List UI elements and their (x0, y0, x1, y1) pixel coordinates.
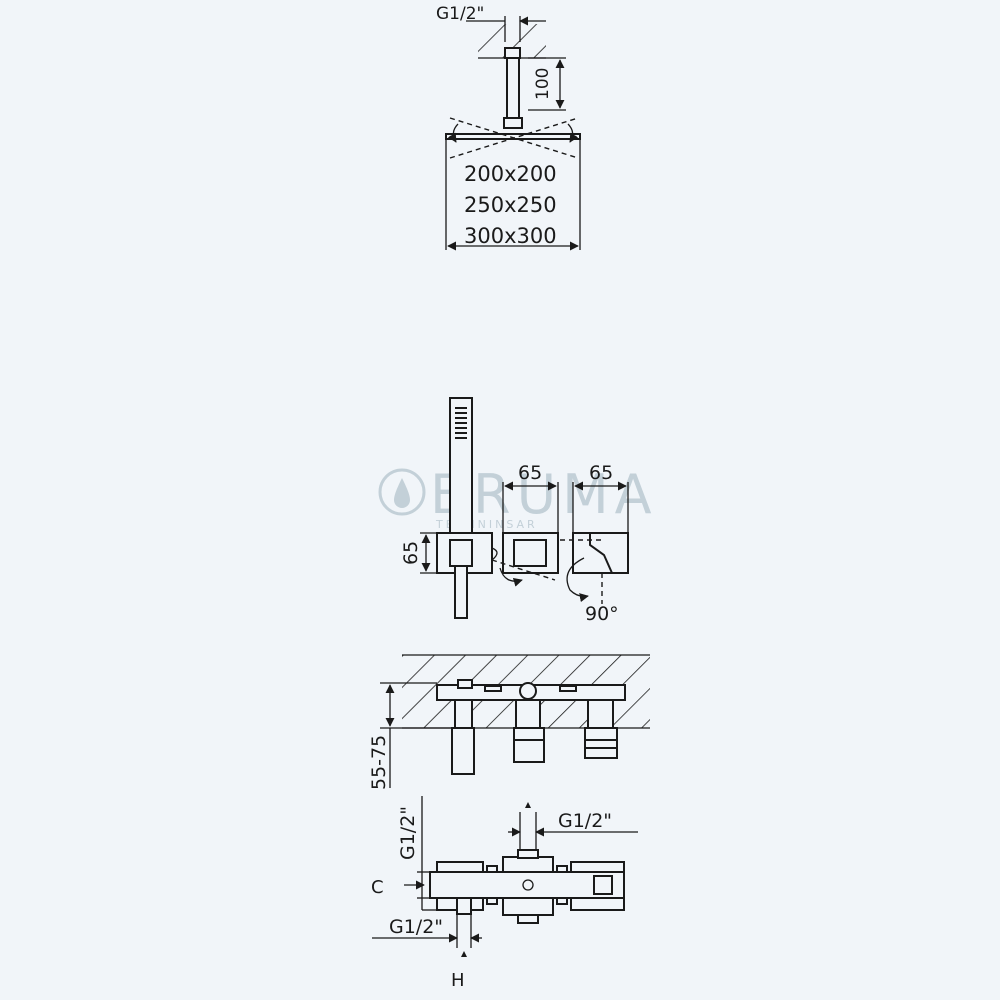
spray-nozzles (455, 407, 467, 439)
depth-label: 55-75 (368, 735, 390, 790)
hose-outlet (451, 727, 475, 775)
wall-section-view: 55-75 (368, 654, 650, 790)
drop-shape-icon (394, 478, 410, 508)
height-label-65: 65 (400, 541, 422, 565)
hand-shower-hose (454, 565, 468, 619)
width-label-65-a: 65 (518, 462, 542, 484)
size-label-300: 300x300 (464, 224, 557, 248)
size-label-200: 200x200 (464, 162, 557, 186)
shower-arm (506, 57, 520, 121)
angle-label-90: 90° (585, 603, 619, 625)
thread-label-vertical: G1/2" (397, 806, 419, 860)
body-plan-view: G1/2" C G1/2" G1/2" H (371, 796, 638, 991)
drop-logo-icon (378, 468, 426, 516)
thread-label-right: G1/2" (558, 810, 612, 832)
thread-label-bottom: G1/2" (389, 916, 443, 938)
label-h: H (451, 970, 465, 991)
mixer-knob (584, 727, 618, 759)
hand-shower-view: 65 65 65 90° (400, 397, 629, 625)
diverter-knob (513, 727, 545, 763)
width-label-65-b: 65 (589, 462, 613, 484)
shower-thread-label: G1/2" (436, 4, 484, 24)
shower-head-view: G1/2" 100 200x200 250x250 300x300 (436, 4, 581, 251)
size-label-250: 250x250 (464, 193, 557, 217)
label-c: C (371, 877, 384, 898)
arm-length-label: 100 (533, 68, 553, 100)
